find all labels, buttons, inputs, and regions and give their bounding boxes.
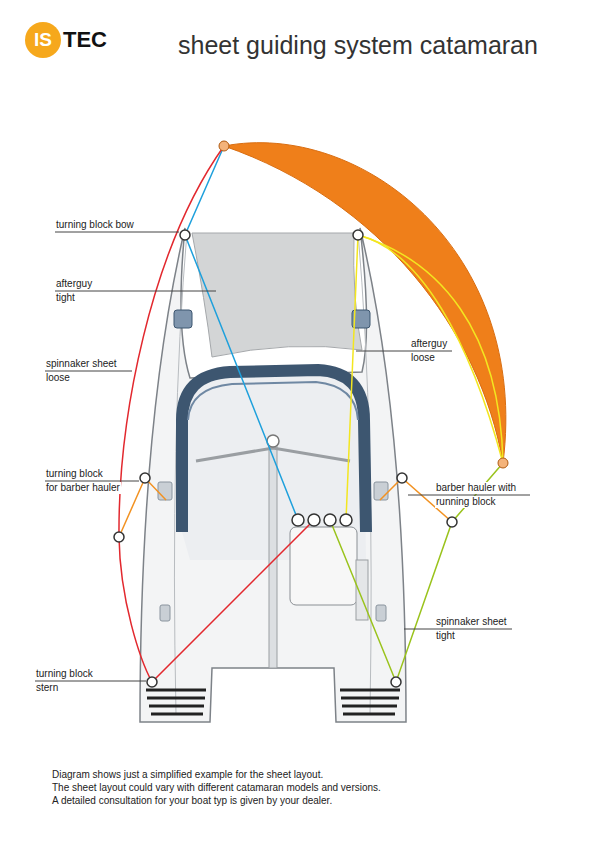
winch	[340, 514, 352, 526]
sail-corner	[498, 458, 508, 468]
spinnaker	[224, 143, 506, 463]
turning-block	[353, 230, 363, 240]
barber-hauler	[119, 478, 166, 537]
turning-block	[397, 473, 407, 483]
callout-label: turning block	[35, 668, 94, 680]
callout-label: loose	[45, 372, 71, 384]
hatch	[174, 310, 192, 328]
callout-label: for barber hauler	[45, 482, 121, 494]
callout-label: afterguy	[55, 278, 93, 290]
hatch	[158, 482, 172, 500]
sail-corner	[219, 141, 229, 151]
note-text: A detailed consultation for your boat ty…	[52, 795, 332, 807]
callout-label: turning block bow	[55, 219, 135, 231]
note-text: Diagram shows just a simplified example …	[52, 769, 323, 781]
stern-steps	[146, 690, 400, 714]
winch	[324, 514, 336, 526]
callout-label: barber hauler with	[435, 482, 517, 494]
running-block	[114, 532, 124, 542]
turning-block	[391, 677, 401, 687]
callout-label: spinnaker sheet	[435, 616, 508, 628]
leader-line	[55, 291, 216, 292]
cabin-roof-edge	[188, 382, 358, 420]
callout-label: tight	[55, 292, 76, 304]
spinnaker-sheet-tight	[330, 463, 503, 682]
page-title: sheet guiding system catamaran	[178, 30, 538, 60]
hatch	[374, 482, 388, 500]
callout-label: loose	[410, 352, 436, 364]
leader-line	[404, 629, 512, 630]
boom	[269, 440, 277, 668]
callout-label: spinnaker sheet	[45, 358, 118, 370]
leader-line	[55, 232, 179, 233]
step-lines	[340, 690, 400, 714]
hatch	[160, 605, 170, 621]
turning-block	[140, 473, 150, 483]
afterguy-loose	[346, 235, 503, 520]
callout-label: turning block	[45, 468, 104, 480]
trampoline	[192, 233, 362, 357]
spinnaker-sheet-loose	[119, 146, 314, 682]
cockpit-table	[290, 527, 357, 605]
leader-lines	[35, 232, 530, 681]
note-text: The sheet layout could vary with differe…	[52, 782, 381, 794]
turning-block	[147, 677, 157, 687]
spreader	[196, 448, 350, 461]
hull-outline	[140, 228, 406, 722]
logo-text: IS	[34, 28, 52, 52]
step-lines	[146, 690, 206, 714]
leader-line	[356, 351, 452, 352]
blocks	[114, 230, 457, 687]
winch	[292, 514, 304, 526]
logo-circle	[25, 22, 61, 58]
winch	[308, 514, 320, 526]
callout-label: running block	[435, 496, 496, 508]
callout-label: stern	[35, 682, 59, 694]
logo-text: TEC	[63, 27, 107, 53]
turning-block	[180, 230, 190, 240]
afterguy-loose	[358, 235, 503, 463]
hatch	[376, 605, 386, 621]
callout-label: tight	[435, 630, 456, 642]
running-block	[447, 517, 457, 527]
callout-label: afterguy	[410, 338, 448, 350]
afterguy-tight	[185, 146, 298, 520]
